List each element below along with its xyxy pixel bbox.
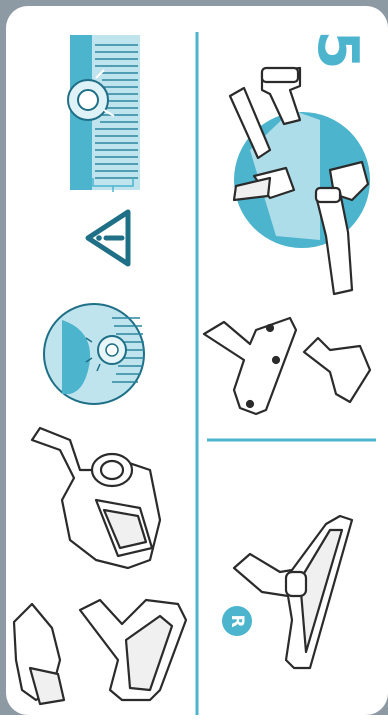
step-number: 5 [312,20,362,80]
zoom-detail-circle-icon [44,304,144,404]
brush-roll-detail-icon [68,35,140,192]
model-badge-letter: R [222,606,252,636]
